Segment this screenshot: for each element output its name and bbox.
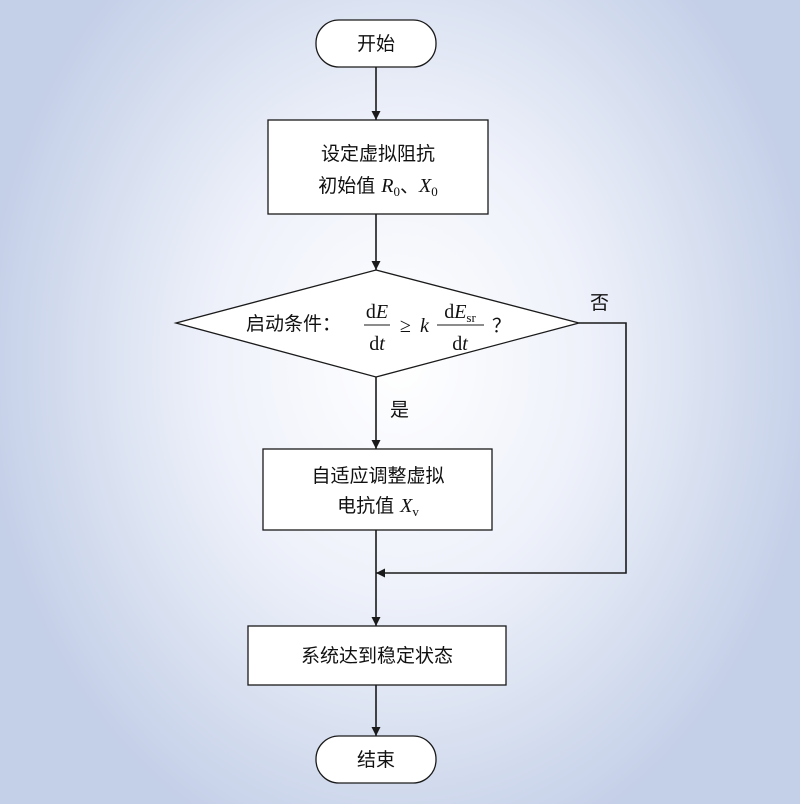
stable-node: 系统达到稳定状态 — [247, 625, 507, 686]
adjust-line2: 电抗值 Xv — [337, 495, 419, 519]
start-node: 开始 — [315, 19, 437, 68]
init-separator: 、 — [400, 175, 419, 197]
end-label: 结束 — [357, 749, 395, 771]
stable-label: 系统达到稳定状态 — [301, 645, 453, 667]
init-line2: 初始值 R0、X0 — [318, 175, 438, 199]
init-line2-prefix: 初始值 — [318, 175, 381, 197]
xv-symbol: X — [399, 495, 413, 517]
lhs-fraction: dE dt — [364, 301, 390, 355]
condition-suffix: ？ — [492, 315, 511, 337]
rhs-fraction: dEsr dt — [437, 301, 484, 355]
rhs-num-var: E — [453, 301, 466, 323]
adjust-line2-prefix: 电抗值 — [337, 495, 400, 517]
no-label: 否 — [590, 292, 609, 314]
rhs-den-var: t — [462, 333, 468, 355]
lhs-numerator: dE — [366, 301, 388, 323]
r-subscript: 0 — [394, 184, 401, 199]
end-node: 结束 — [315, 735, 437, 784]
rhs-num-sub: sr — [466, 310, 476, 325]
relation-symbol: ≥ — [400, 315, 411, 337]
rhs-num-d: d — [444, 301, 454, 323]
xv-subscript: v — [412, 504, 419, 519]
rhs-numerator: dEsr — [444, 301, 476, 325]
condition-node: 启动条件： dE dt ≥ k dEsr dt ？ — [173, 269, 582, 378]
adjust-node: 自适应调整虚拟 电抗值 Xv — [262, 448, 493, 531]
init-node: 设定虚拟阻抗 初始值 R0、X0 — [267, 119, 489, 215]
lhs-den-var: t — [379, 333, 385, 355]
edge-no — [376, 322, 627, 578]
start-label: 开始 — [357, 33, 395, 55]
yes-label: 是 — [390, 399, 409, 421]
lhs-num-d: d — [366, 301, 376, 323]
rhs-den-d: d — [452, 333, 462, 355]
condition-prefix: 启动条件： — [246, 313, 341, 335]
lhs-den-d: d — [369, 333, 379, 355]
x-subscript: 0 — [431, 184, 438, 199]
adjust-line1: 自适应调整虚拟 — [311, 465, 444, 487]
x-symbol: X — [418, 175, 432, 197]
r-symbol: R — [380, 175, 393, 197]
init-line1: 设定虚拟阻抗 — [321, 143, 435, 165]
rhs-denominator: dt — [452, 333, 468, 355]
coef-k: k — [420, 315, 430, 337]
lhs-denominator: dt — [369, 333, 385, 355]
lhs-num-var: E — [375, 301, 388, 323]
